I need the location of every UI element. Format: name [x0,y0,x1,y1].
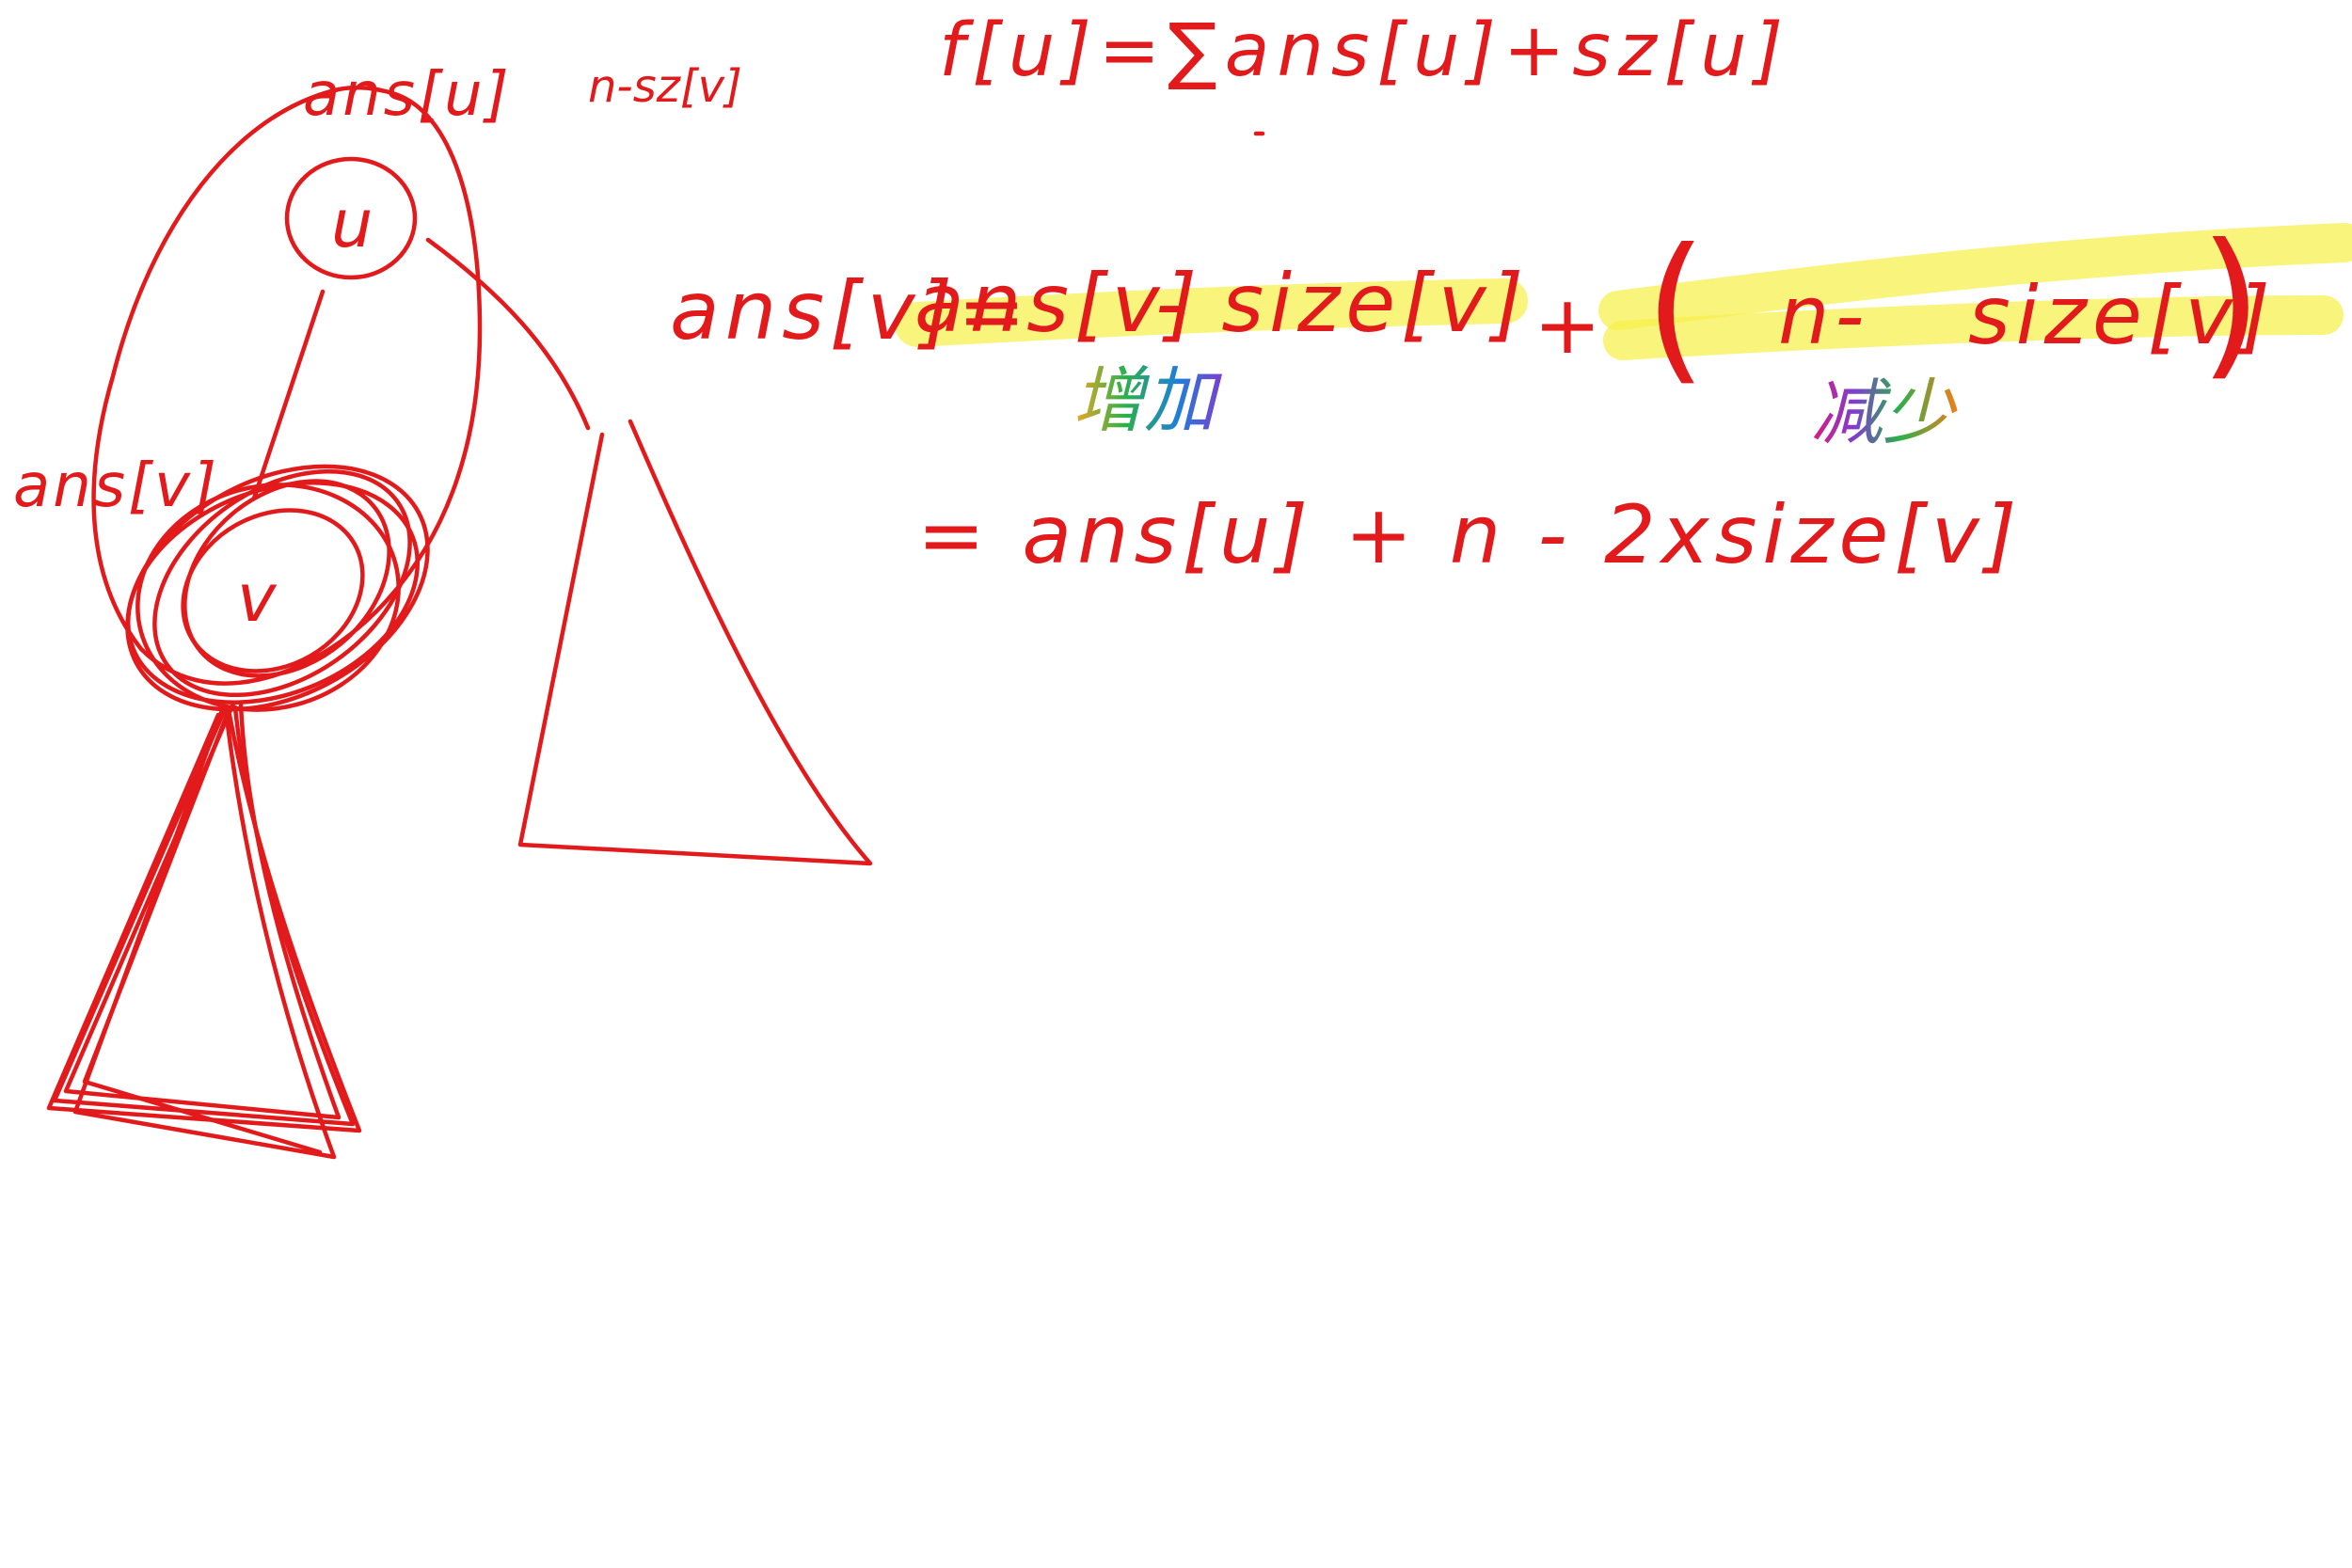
node-v-label: v [237,560,278,637]
equation-size-v: size[v] [1968,269,2276,363]
equation-lhs: ans[v]= [670,264,1031,358]
label-n-minus-sz: n-sz[v] [588,60,742,113]
label-ans-u: ans[u] [303,60,512,130]
equation-term-ans: ans[v] [914,257,1202,351]
tree-diagram: u v ans[u] n-sz[v] ans[v] [13,60,873,1160]
equation-plus: + [1534,278,1607,372]
note-increase: 增加 [1073,358,1222,442]
label-ans-v: ans[v] [13,451,219,521]
highlight-stroke-right-2 [1603,295,2344,360]
edge-u-v [251,289,326,501]
node-v-scribble [125,464,430,712]
note-decrease: 减少 [1811,371,1958,454]
lower-subtree-triangle [46,701,362,1160]
highlight-stroke-left [895,278,1528,347]
equation-close-paren: ) [2200,210,2262,396]
top-formula: f[u]=∑ans[u]+sz[u] [939,8,1790,93]
node-u-circle [284,156,418,280]
right-subtree-triangle [517,419,873,866]
result-line: = ans[u] + n - 2xsize[v] [917,488,2022,582]
highlight-strokes [895,223,2352,360]
edge-u-right [425,237,591,431]
node-u-label: u [331,185,373,262]
equation-minus-size: - size[v] [1155,257,1529,351]
equation-open-paren: ( [1645,214,1707,401]
highlight-stroke-right-1 [1598,223,2352,330]
equation-line: ans[v]= ans[v] - size[v] + ( n- size[v] … [670,210,2276,401]
equation-n-minus: n- [1778,269,1870,363]
subtree-outline-u [91,85,483,686]
